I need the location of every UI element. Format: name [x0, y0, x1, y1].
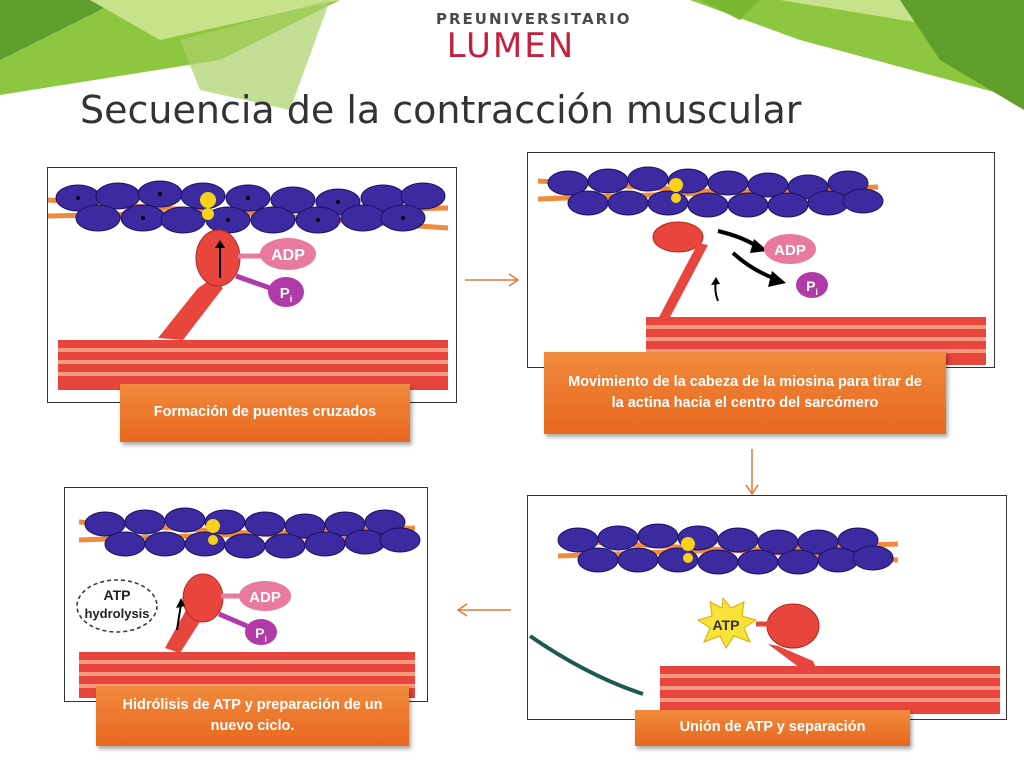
atp-hydrolysis-illustration: ATP hydrolysis ADP Pi [76, 507, 421, 698]
actin-filament [537, 166, 884, 218]
atp-binding-illustration: ATP [528, 523, 1000, 714]
logo-lumen: LUMEN [446, 26, 576, 66]
actin-filament [48, 180, 449, 234]
phosphate-molecule: Pi [235, 273, 304, 307]
adp-molecule: ADP [238, 238, 316, 270]
adp-molecule: ADP [221, 581, 291, 611]
panel-cross-bridge: ADP Pi [47, 167, 457, 403]
hydrolysis-bubble: ATP hydrolysis [76, 579, 158, 633]
arrow-right-icon [465, 273, 520, 287]
phosphate-molecule: Pi [218, 611, 277, 645]
header-decoration [0, 0, 1024, 110]
panel-atp-binding: ATP [527, 495, 1007, 720]
actin-filament [78, 507, 421, 559]
atp-star: ATP [696, 596, 758, 649]
pi-label: Pi [806, 278, 818, 297]
power-stroke-illustration: ADP Pi [537, 166, 986, 365]
myosin-head [165, 573, 224, 653]
thick-filament [58, 340, 448, 390]
release-arrows [717, 229, 786, 287]
phosphate-molecule: Pi [796, 272, 828, 298]
cross-bridge-illustration: ADP Pi [48, 180, 449, 390]
adp-molecule: ADP [764, 234, 816, 264]
adp-label: ADP [271, 247, 305, 264]
adp-label: ADP [774, 242, 806, 259]
pi-label: Pi [255, 625, 267, 644]
actin-filament [557, 523, 899, 575]
arrow-down-icon [745, 449, 759, 496]
caption-atp-binding: Unión de ATP y separación [635, 710, 910, 746]
caption-cross-bridge: Formación de puentes cruzados [120, 384, 410, 442]
adp-label: ADP [249, 589, 281, 606]
panel-power-stroke: ADP Pi [527, 152, 995, 368]
page-title: Secuencia de la contracción muscular [80, 88, 802, 132]
arrow-left-icon [456, 603, 511, 617]
atp-label: ATP [713, 617, 740, 633]
myosin-head [756, 603, 820, 674]
logo-preuniversitario: PREUNIVERSITARIO [436, 10, 632, 28]
atp-label: ATP [104, 587, 131, 603]
myosin-head [652, 221, 720, 321]
thick-filament [660, 666, 1000, 714]
panel-atp-hydrolysis: ATP hydrolysis ADP Pi [64, 487, 428, 702]
hydrolysis-label: hydrolysis [84, 606, 149, 621]
caption-power-stroke: Movimiento de la cabeza de la miosina pa… [544, 352, 946, 434]
caption-atp-hydrolysis: Hidrólisis de ATP y preparación de un nu… [96, 686, 409, 746]
pi-label: Pi [280, 285, 293, 304]
myosin-head [158, 229, 241, 340]
curved-line [528, 634, 644, 696]
